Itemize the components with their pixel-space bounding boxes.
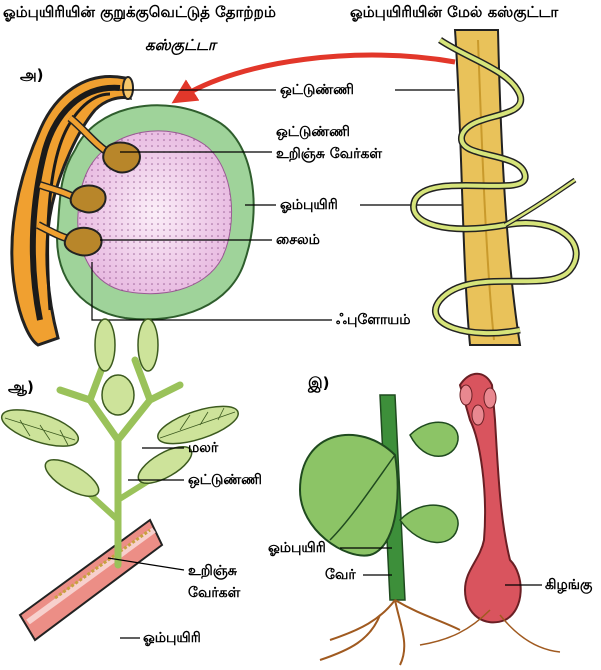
label-host: ஓம்புயிரி: [280, 198, 338, 212]
host-leaf-large: [300, 435, 398, 556]
part-label-a: அ): [20, 68, 44, 83]
label-parasite: ஒட்டுண்ணி: [188, 473, 262, 487]
cross-section-title-line2: கஸ்குட்டா: [145, 38, 216, 53]
cross-section-title-line1: ஓம்புயிரியின் குறுக்குவெட்டுத் தோற்றம்: [3, 5, 276, 20]
part-label-i: இ): [308, 376, 329, 391]
label-parasite-stem: ஒட்டுண்ணி: [280, 83, 354, 97]
on-host-title: ஓம்புயிரியின் மேல் கஸ்குட்டா: [350, 5, 558, 20]
orobanche-figure: [300, 374, 560, 665]
label-flower: மலர்: [188, 441, 218, 455]
label-aa-haustoria-line2: வேர்கள்: [188, 586, 240, 600]
label-i-host: ஓம்புயிரி: [268, 541, 326, 555]
haustorium-3: [65, 228, 102, 256]
label-xylem: சைலம்: [276, 233, 320, 247]
label-aa-host: ஓம்புயிரி: [143, 631, 201, 645]
label-tuber: கிழங்கு: [545, 578, 592, 592]
cuscuta-on-host-figure: [414, 30, 577, 345]
cross-section-figure: [12, 77, 254, 345]
label-phloem: ஃபுளோயம்: [336, 313, 411, 327]
part-label-aa: ஆ): [8, 380, 34, 395]
haustorium-1: [103, 143, 140, 173]
haustorium-2: [71, 186, 106, 213]
label-aa-haustoria-line1: உறிஞ்சு: [188, 564, 237, 578]
label-haustoria-line2: உறிஞ்சு வேர்கள்: [276, 147, 382, 161]
label-root: வேர்: [325, 568, 356, 582]
label-haustoria-line1: ஒட்டுண்ணி: [276, 125, 350, 139]
